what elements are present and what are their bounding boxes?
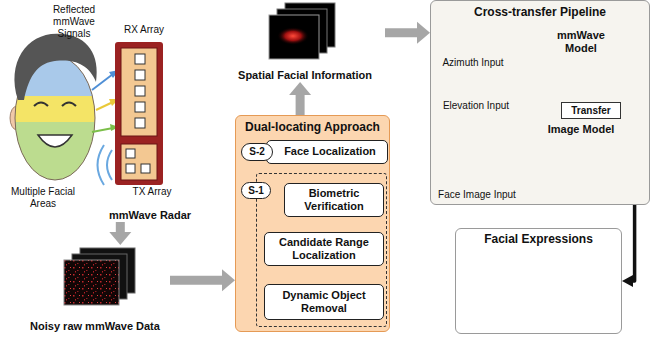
- node-text: Image Model: [548, 123, 615, 136]
- flow-arrow: [385, 22, 430, 44]
- node-text: Spatial Facial Information: [238, 69, 372, 82]
- node-text: Noisy raw mmWave Data: [30, 320, 160, 333]
- raw-data-frames: [64, 248, 135, 305]
- spatial-heatmaps: [269, 3, 335, 59]
- data-frames: Noisy raw mmWave Data: [20, 245, 170, 333]
- pipeline-panel: Cross-transfer Pipeline mmWave ModelAzimu…: [430, 0, 650, 205]
- hair: [14, 34, 96, 100]
- annotation-label: Multiple Facial Areas: [0, 186, 86, 210]
- approach-panel: Dual-locating ApproachS-2 Face Localizati…: [235, 115, 390, 332]
- input-cube: Elevation Input: [437, 76, 515, 112]
- node-text: mmWave Model: [541, 29, 621, 55]
- arrow-head: [109, 232, 131, 245]
- step-badge: S-1: [241, 182, 271, 199]
- node-text: Dynamic Object Removal: [269, 289, 379, 315]
- flow-arrow: [289, 82, 311, 115]
- node-text: Biometric Verification: [289, 187, 379, 213]
- signals: [92, 70, 119, 185]
- arrow-head: [289, 82, 311, 95]
- node-text: mmWave Radar: [109, 209, 191, 222]
- flow-arrow: [622, 205, 635, 287]
- node-text: Face Image Input: [438, 189, 516, 201]
- node-text: S-2: [249, 146, 265, 158]
- process-box: Face Localization: [266, 140, 388, 164]
- input-cube: Face Image Input: [437, 126, 517, 201]
- flow-arrow: [170, 269, 235, 291]
- arrow-line: [296, 94, 305, 115]
- radar-board: [115, 42, 163, 185]
- arrow-line: [632, 205, 635, 281]
- process-box: Dynamic Object Removal: [264, 284, 384, 320]
- process-box: Candidate Range Localization: [264, 232, 384, 266]
- face-illustration: [10, 34, 100, 182]
- node-text: Dual-locating Approach: [245, 120, 380, 134]
- node-text: Facial Expressions: [484, 232, 593, 246]
- model-cube: mmWave Model: [541, 29, 621, 99]
- arrow-head: [622, 275, 633, 287]
- model-cube: Image Model: [536, 123, 626, 191]
- node-text: Candidate Range Localization: [269, 236, 379, 262]
- arrow-line: [170, 276, 223, 285]
- output-panel: Facial Expressions: [455, 228, 622, 334]
- arrow-line: [385, 28, 418, 37]
- annotation-label: TX Array: [124, 186, 180, 198]
- flow-arrow: [109, 222, 131, 245]
- arrow-head: [417, 22, 430, 44]
- mouth: [38, 135, 72, 147]
- node-text: Cross-transfer Pipeline: [474, 5, 606, 19]
- node-text: Elevation Input: [443, 100, 509, 112]
- node-text: Transfer: [571, 105, 610, 117]
- arrow-line: [116, 222, 125, 233]
- step-badge: S-2: [241, 143, 273, 161]
- step-group: S-1Biometric VerificationCandidate Range…: [256, 173, 387, 327]
- transfer-box: Transfer: [561, 102, 621, 119]
- heatmap-stack: Spatial Facial Information: [225, 0, 385, 82]
- annotation-label: Reflected mmWave Signals: [36, 4, 112, 40]
- process-box: Biometric Verification: [284, 183, 384, 217]
- eyes: [34, 103, 76, 107]
- input-cube: Azimuth Input: [437, 29, 509, 69]
- node-text: Face Localization: [284, 145, 376, 158]
- arrow-head: [222, 269, 235, 291]
- node-text: Azimuth Input: [442, 57, 503, 69]
- mouth-area: [10, 122, 100, 182]
- annotation-label: RX Array: [118, 24, 170, 36]
